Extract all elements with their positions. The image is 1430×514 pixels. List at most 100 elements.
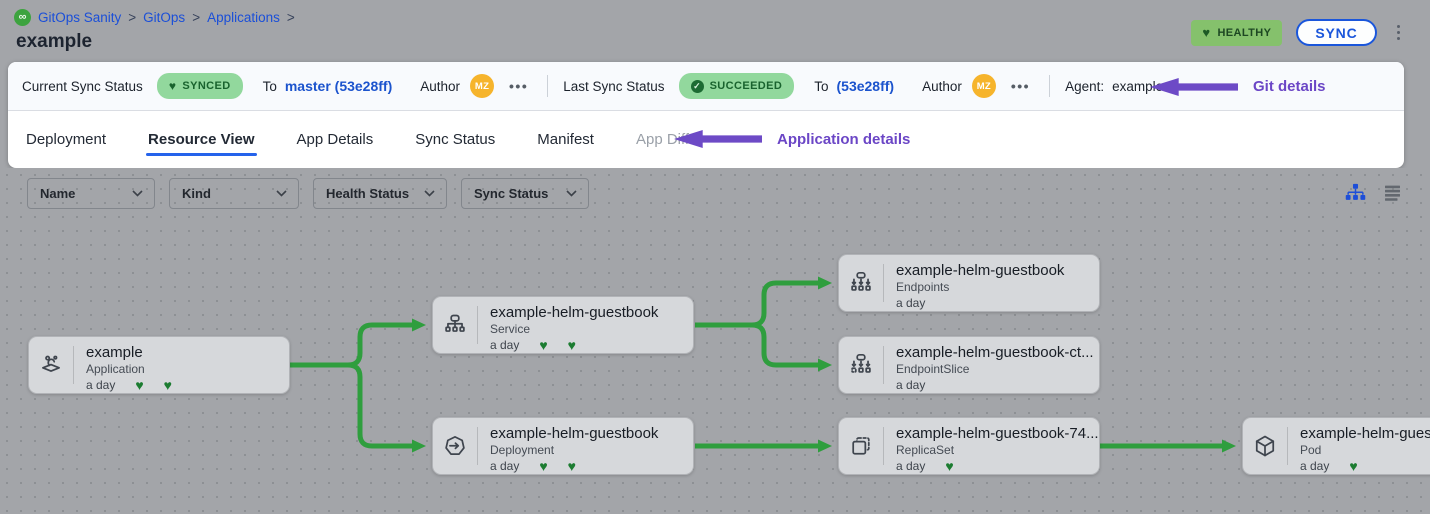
node-kind: ReplicaSet xyxy=(896,442,955,457)
heart-icon: ♥ xyxy=(135,376,144,393)
breadcrumb-item-gitops[interactable]: GitOps xyxy=(143,10,186,25)
author-avatar[interactable]: MZ xyxy=(971,74,996,98)
sync-status-filter-dropdown[interactable]: Sync Status xyxy=(461,178,589,209)
resource-node-endpoints[interactable]: example-helm-guestbook Endpoints a day xyxy=(838,254,1100,312)
node-kind: Application xyxy=(86,361,145,376)
filter-bar: Name Kind Health Status Sync Status xyxy=(27,178,589,209)
tab-deployment[interactable]: Deployment xyxy=(26,130,107,148)
health-badge-label: HEALTHY xyxy=(1217,26,1272,39)
top-header: ∞ GitOps Sanity > GitOps > Applications … xyxy=(0,0,1430,62)
heart-icon: ♥ xyxy=(945,457,954,474)
node-title: example-helm-guestbook-74... xyxy=(896,424,1099,442)
tab-app-diff[interactable]: App Diff xyxy=(635,130,690,148)
resource-node-endpointslice[interactable]: example-helm-guestbook-ct... EndpointSli… xyxy=(838,336,1100,394)
tab-app-details[interactable]: App Details xyxy=(296,130,374,148)
kind-filter-dropdown[interactable]: Kind xyxy=(169,178,299,209)
sync-button[interactable]: SYNC xyxy=(1296,19,1377,46)
tab-sync-status[interactable]: Sync Status xyxy=(415,130,496,148)
tab-resource-view[interactable]: Resource View xyxy=(146,111,257,167)
node-title: example xyxy=(86,343,143,361)
tab-manifest[interactable]: Manifest xyxy=(537,130,594,148)
succeeded-badge: ✓ SUCCEEDED xyxy=(678,73,795,99)
endpoints-icon xyxy=(839,264,884,302)
more-actions-kebab-icon[interactable] xyxy=(1391,21,1407,45)
heart-icon: ♥ xyxy=(567,457,576,474)
list-view-icon[interactable] xyxy=(1383,184,1402,202)
author-label: Author xyxy=(922,78,962,94)
node-title: example-helm-guestbook xyxy=(490,303,659,321)
header-actions: ♥ HEALTHY SYNC xyxy=(1191,19,1406,46)
node-body: example-helm-guest Pod a day ♥ xyxy=(1288,418,1430,474)
sync-status-filter-label: Sync Status xyxy=(474,186,549,201)
view-toggle xyxy=(1345,183,1402,202)
node-title: example-helm-guest xyxy=(1300,424,1430,442)
breadcrumb-item-applications[interactable]: Applications xyxy=(207,10,280,25)
resource-node-replicaset[interactable]: example-helm-guestbook-74... ReplicaSet … xyxy=(838,417,1100,475)
chevron-down-icon xyxy=(566,190,577,197)
resource-node-service[interactable]: example-helm-guestbook Service a day ♥ ♥ xyxy=(432,296,694,354)
name-filter-label: Name xyxy=(40,186,76,201)
name-filter-dropdown[interactable]: Name xyxy=(27,178,155,209)
node-kind: Endpoints xyxy=(896,279,950,294)
divider xyxy=(547,75,549,97)
node-age: a day xyxy=(490,458,520,473)
succeeded-badge-label: SUCCEEDED xyxy=(709,80,783,92)
agent-value: example xyxy=(1112,78,1164,94)
node-body: example-helm-guestbook Deployment a day … xyxy=(478,418,670,474)
chevron-down-icon xyxy=(276,190,287,197)
app-tabs: Deployment Resource View App Details Syn… xyxy=(8,111,1404,167)
to-label: To xyxy=(262,78,277,94)
left-arrow-icon xyxy=(1150,77,1238,96)
node-kind: Pod xyxy=(1300,442,1322,457)
resource-node-pod[interactable]: example-helm-guest Pod a day ♥ xyxy=(1242,417,1430,475)
current-commit-link[interactable]: master (53e28ff) xyxy=(284,78,393,94)
more-options-icon[interactable]: ••• xyxy=(1010,78,1031,94)
application-details-annotation: Application details xyxy=(674,111,910,167)
heart-icon: ♥ xyxy=(539,457,548,474)
node-kind: EndpointSlice xyxy=(896,361,970,376)
last-commit-link[interactable]: (53e28ff) xyxy=(836,78,895,94)
breadcrumb-separator: > xyxy=(128,10,137,25)
heart-icon: ♥ xyxy=(539,336,548,353)
heart-icon: ♥ xyxy=(163,376,172,393)
health-status-badge: ♥ HEALTHY xyxy=(1191,19,1283,46)
chevron-down-icon xyxy=(132,190,143,197)
health-status-filter-dropdown[interactable]: Health Status xyxy=(313,178,447,209)
page-title: example xyxy=(16,31,93,52)
more-options-icon[interactable]: ••• xyxy=(509,78,529,94)
tree-view-icon[interactable] xyxy=(1345,183,1366,202)
tree-edges xyxy=(290,276,1236,453)
node-title: example-helm-guestbook xyxy=(896,261,1065,279)
replicaset-icon xyxy=(839,427,884,465)
application-icon xyxy=(29,346,74,384)
breadcrumb: ∞ GitOps Sanity > GitOps > Applications … xyxy=(14,9,295,26)
node-age: a day xyxy=(896,458,926,473)
git-details-annotation-label: Git details xyxy=(1253,78,1326,95)
author-avatar[interactable]: MZ xyxy=(470,74,495,98)
to-label: To xyxy=(814,78,829,94)
deployment-icon xyxy=(433,427,478,465)
breadcrumb-item-gitops-sanity[interactable]: GitOps Sanity xyxy=(38,10,122,25)
node-body: example-helm-guestbook Endpoints a day xyxy=(884,255,1076,311)
node-age: a day xyxy=(896,295,926,310)
node-kind: Deployment xyxy=(490,442,555,457)
check-circle-icon: ✓ xyxy=(690,79,704,93)
breadcrumb-separator: > xyxy=(192,10,201,25)
node-body: example-helm-guestbook Service a day ♥ ♥ xyxy=(478,297,670,353)
service-icon xyxy=(433,306,478,344)
resource-node-deployment[interactable]: example-helm-guestbook Deployment a day … xyxy=(432,417,694,475)
synced-badge-label: SYNCED xyxy=(182,80,231,92)
app-header-panel: Current Sync Status ♥ SYNCED To master (… xyxy=(8,62,1404,168)
divider xyxy=(1049,75,1051,97)
node-body: example Application a day ♥ ♥ xyxy=(74,337,184,393)
node-title: example-helm-guestbook xyxy=(490,424,659,442)
pod-icon xyxy=(1243,427,1288,465)
current-sync-status-label: Current Sync Status xyxy=(22,78,143,94)
gitops-logo-icon: ∞ xyxy=(14,9,31,26)
node-age: a day xyxy=(86,377,116,392)
resource-node-application[interactable]: example Application a day ♥ ♥ xyxy=(28,336,290,394)
health-status-filter-label: Health Status xyxy=(326,186,410,201)
sync-status-bar: Current Sync Status ♥ SYNCED To master (… xyxy=(8,62,1404,111)
node-age: a day xyxy=(1300,458,1330,473)
